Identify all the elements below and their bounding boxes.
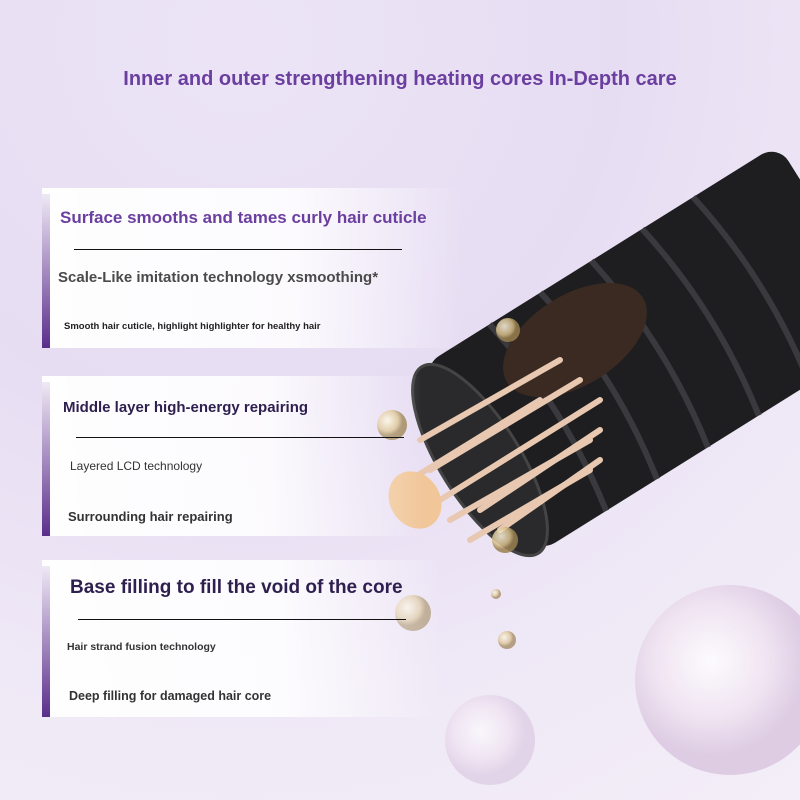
bubble — [492, 527, 518, 553]
section-caption: Smooth hair cuticle, highlight highlight… — [64, 321, 321, 332]
section-heading: Middle layer high-energy repairing — [63, 399, 309, 416]
accent-bar — [42, 566, 50, 717]
bubble — [491, 589, 501, 599]
section-middle: Middle layer high-energy repairing Layer… — [42, 376, 422, 536]
section-heading: Base filling to fill the void of the cor… — [70, 577, 403, 598]
section-surface: Surface smooths and tames curly hair cut… — [42, 188, 462, 348]
section-base: Base filling to fill the void of the cor… — [42, 560, 442, 717]
section-subheading: Hair strand fusion technology — [67, 641, 216, 653]
accent-bar — [42, 382, 50, 536]
divider — [74, 249, 402, 250]
section-caption: Deep filling for damaged hair core — [69, 689, 272, 703]
section-caption: Surrounding hair repairing — [68, 509, 233, 524]
bubble — [496, 318, 520, 342]
section-subheading: Layered LCD technology — [70, 459, 203, 473]
pearl-decoration — [445, 695, 535, 785]
accent-bar — [42, 194, 50, 348]
divider — [76, 437, 404, 438]
divider — [78, 619, 406, 620]
section-subheading: Scale-Like imitation technology xsmoothi… — [58, 269, 379, 286]
pearl-decoration — [635, 585, 800, 775]
bubble — [498, 631, 516, 649]
page-title: Inner and outer strengthening heating co… — [123, 68, 677, 90]
section-heading: Surface smooths and tames curly hair cut… — [60, 208, 427, 227]
